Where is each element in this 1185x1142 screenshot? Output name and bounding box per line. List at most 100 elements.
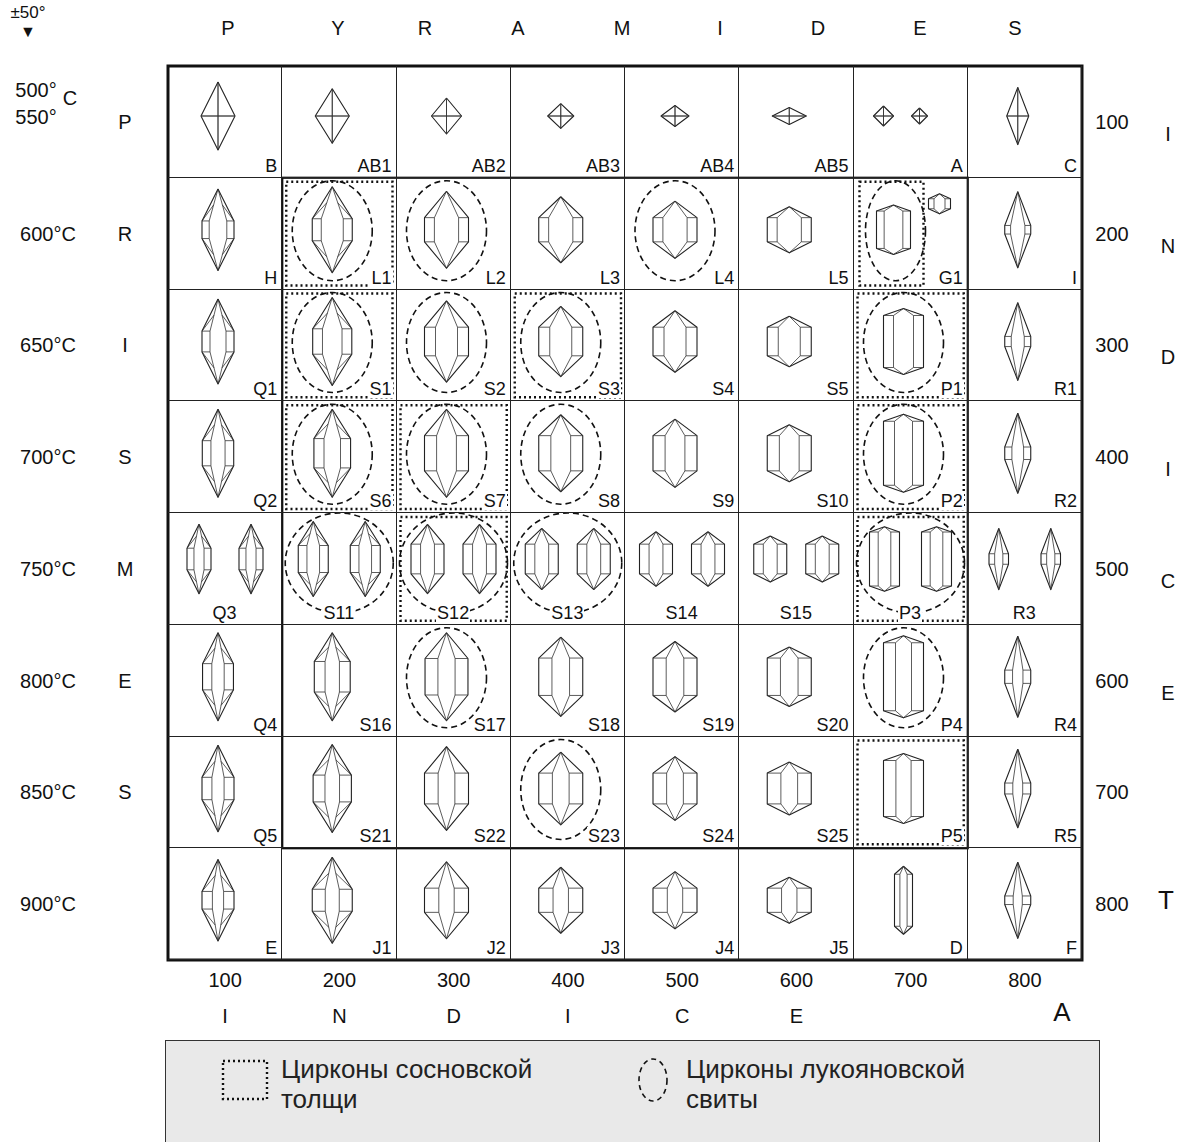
crystal-edge <box>561 116 574 117</box>
crystal-edge <box>779 425 789 436</box>
crystal-edge <box>202 466 214 482</box>
crystal-edge <box>212 891 213 909</box>
axis-letter: D <box>1161 347 1175 367</box>
crystal-edge <box>534 544 535 574</box>
zircon-crystal <box>411 524 444 593</box>
zircon-crystal <box>312 857 352 943</box>
crystal-edge <box>539 888 553 889</box>
zircon-crystal <box>203 633 234 721</box>
crystal-edge <box>221 909 234 925</box>
crystal-edge <box>535 528 542 544</box>
crystal-edge <box>473 524 480 544</box>
crystal-edge <box>995 564 999 589</box>
crystal-edge <box>212 745 218 777</box>
crystal-edge <box>912 710 924 711</box>
crystal-edge <box>1047 564 1051 589</box>
crystal-outline <box>539 306 583 376</box>
crystal-edge <box>463 573 473 574</box>
crystal-edge <box>314 692 328 706</box>
crystal-cell-art <box>884 309 924 375</box>
crystal-edge <box>1005 904 1013 905</box>
crystal-edge <box>203 689 212 690</box>
legend-box: Цирконы сосновской толщиЦирконы лукоянов… <box>165 1040 1100 1142</box>
crystal-edge <box>577 544 587 545</box>
crystal-cell-art <box>202 409 233 497</box>
lukoyanov-ellipse <box>635 181 715 281</box>
crystal-edge <box>446 116 447 134</box>
crystal-edge <box>714 544 715 574</box>
crystal-edge <box>806 544 816 545</box>
crystal-edge <box>780 773 781 804</box>
crystal-edge <box>350 572 359 573</box>
grid-frame <box>168 66 1082 960</box>
crystal-cell-art <box>201 82 235 150</box>
crystal-edge <box>822 536 829 544</box>
crystal-edge <box>226 221 227 239</box>
crystal-edge <box>801 241 811 242</box>
lukoyanov-ellipse <box>521 293 601 393</box>
crystal-outline <box>870 527 900 592</box>
crystal-edge <box>350 545 359 546</box>
crystal-edge <box>663 201 675 218</box>
crystal-edge <box>1005 783 1013 784</box>
crystal-edge <box>221 800 234 816</box>
crystal-edge <box>1005 683 1013 684</box>
crystal-edge <box>781 888 782 912</box>
axis-letter: Y <box>331 18 344 38</box>
crystal-edge <box>569 803 583 804</box>
type-cell: D <box>854 848 968 960</box>
crystal-edge <box>298 534 310 546</box>
crystal-cell-art <box>425 409 469 497</box>
sosnovka-square <box>858 294 964 398</box>
crystal-edge <box>218 82 219 116</box>
zircon-crystal <box>929 194 951 214</box>
crystal-edge <box>656 532 663 544</box>
crystal-edge <box>1051 564 1055 589</box>
crystal-edge <box>561 912 569 933</box>
type-cell: S16 <box>282 625 396 737</box>
crystal-edge <box>767 355 778 356</box>
crystal-edge <box>767 658 780 659</box>
crystal-outline <box>877 205 911 254</box>
crystal-edge <box>224 777 225 799</box>
crystal-edge <box>254 536 263 548</box>
type-label: J3 <box>600 939 621 957</box>
sosnovka-square <box>401 405 507 509</box>
crystal-edge <box>754 544 764 545</box>
crystal-edge <box>685 435 697 436</box>
crystal-edge <box>653 327 664 328</box>
crystal-edge <box>1018 862 1023 896</box>
crystal-edge <box>789 356 800 367</box>
sosnovka-square <box>515 294 621 398</box>
crystal-edge <box>1018 636 1023 670</box>
crystal-edge <box>421 574 428 594</box>
crystal-edge <box>455 658 468 659</box>
crystal-edge <box>312 911 329 927</box>
crystal-edge <box>314 661 325 662</box>
type-cell: P1 <box>854 290 968 402</box>
axis-letter: N <box>1161 236 1175 256</box>
crystal-edge <box>675 471 685 488</box>
crystal-edge <box>767 435 779 436</box>
crystal-edge <box>662 218 663 242</box>
crystal-edge <box>782 912 790 923</box>
axis-letter: S <box>118 782 131 802</box>
crystal-edge <box>202 875 215 891</box>
crystal-cell-art <box>202 189 234 271</box>
crystal-edge <box>902 211 903 248</box>
crystal-edge <box>434 544 444 545</box>
sosnovka-square <box>286 182 392 286</box>
crystal-edge <box>1018 413 1024 447</box>
crystal-edge <box>903 211 911 212</box>
crystal-edge <box>1018 794 1023 828</box>
crystal-edge <box>675 912 683 929</box>
crystal-outline <box>929 194 951 214</box>
crystal-edge <box>454 888 455 912</box>
crystal-edge <box>777 544 787 545</box>
crystal-outline <box>201 82 235 150</box>
type-cell: L2 <box>397 178 511 290</box>
crystal-outline <box>239 524 263 594</box>
crystal-edge <box>653 355 664 356</box>
lukoyanov-ellipse <box>292 293 372 393</box>
